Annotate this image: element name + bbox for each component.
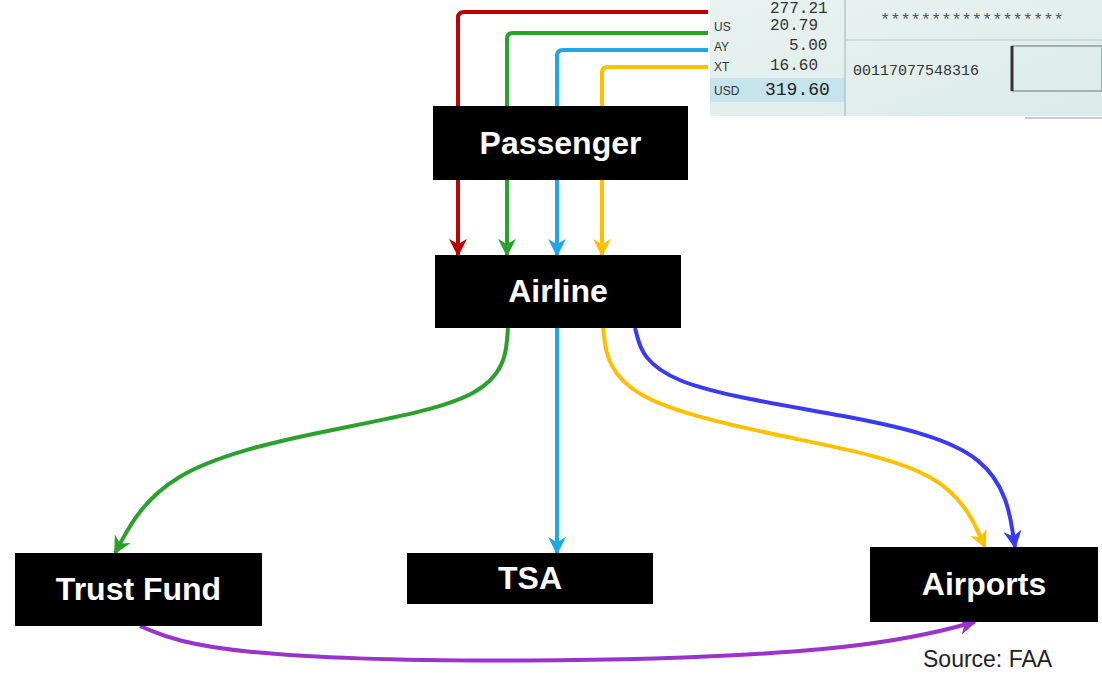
coupon-box [1012, 46, 1102, 91]
ticket-text: 277.21 [770, 1, 828, 17]
box-label: Airports [922, 566, 1046, 603]
box-label: Trust Fund [56, 571, 221, 608]
ticket-text: USD [714, 85, 739, 97]
ticket-edge [1025, 117, 1102, 119]
flow-arrow [600, 180, 604, 255]
ticket-ground [710, 0, 1102, 116]
ticket-divider [846, 40, 1102, 41]
source-note: Source: FAA [920, 648, 1055, 671]
ticket-line [507, 33, 708, 106]
flow-arrow [456, 180, 460, 255]
ticket-text: XT [714, 61, 729, 73]
box-label: Airline [508, 273, 608, 310]
ticket-text: AY [714, 41, 729, 53]
process-box: Trust Fund [15, 553, 262, 626]
ticket-line [458, 12, 708, 106]
flow-arrow [115, 328, 508, 553]
process-box: Airports [870, 547, 1098, 622]
ticket-line [557, 50, 708, 106]
flow-arrow [635, 328, 1015, 547]
ticket-text: 20.79 [770, 18, 818, 34]
flow-arrow [505, 180, 509, 255]
process-box: TSA [407, 553, 653, 604]
flow-arrow [555, 180, 559, 255]
ticket-text: 16.60 [770, 58, 818, 74]
process-box: Airline [435, 255, 681, 328]
box-label: TSA [498, 560, 562, 597]
flow-arrow [555, 328, 559, 553]
ticket-text: 5.00 [789, 38, 827, 54]
ticket-text: ****************** [880, 12, 1064, 29]
process-box: Passenger [433, 106, 688, 180]
total-band [710, 78, 845, 102]
coupon-box [1011, 46, 1014, 91]
flow-arrow [140, 622, 975, 661]
ticket-text: 319.60 [765, 81, 830, 99]
ticket-divider [845, 0, 846, 116]
ticket-text: 00117077548316 [853, 64, 979, 79]
box-label: Passenger [480, 125, 642, 162]
ticket-line [602, 67, 708, 106]
ticket-text: US [714, 21, 731, 33]
